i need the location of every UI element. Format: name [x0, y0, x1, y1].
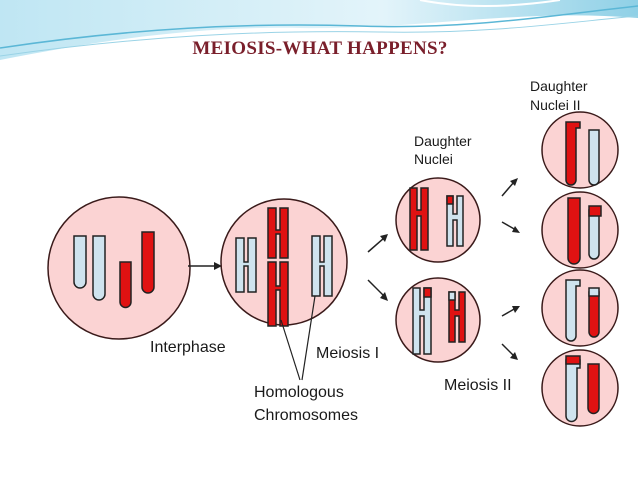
label-daughter-nuclei-line1: Daughter [414, 133, 472, 149]
header-wave [0, 0, 638, 60]
daughter-nucleus-1-chromosomes [409, 187, 464, 251]
arrows-meiosis-one [367, 234, 388, 301]
daughter-nucleus-1 [395, 177, 481, 263]
label-homologous-line1: Homologous [254, 384, 344, 401]
daughter-nucleus-ii-1-chromosomes [565, 121, 600, 186]
label-meiosis-two: Meiosis II [444, 377, 512, 394]
label-daughter-nuclei-line2: Nuclei [414, 151, 453, 167]
daughter-nucleus-2-chromosomes [412, 287, 466, 355]
page-title: MEIOSIS-WHAT HAPPENS? [192, 38, 448, 59]
label-meiosis-one: Meiosis I [316, 345, 380, 362]
daughter-nucleus-ii-4-chromosomes [565, 355, 600, 423]
interphase-cell [47, 196, 191, 340]
label-homologous-line2: Chromosomes [254, 407, 359, 424]
label-daughter-nuclei-ii-line2: Nuclei II [530, 97, 581, 113]
meiosis-one-chromosomes [235, 207, 333, 327]
homologous-pointer-lines [280, 295, 316, 381]
arrows-meiosis-two [501, 178, 520, 360]
daughter-nucleus-ii-2-chromosomes [567, 197, 602, 265]
interphase-chromosomes [73, 231, 155, 309]
daughter-nucleus-2 [395, 277, 481, 363]
arrow-interphase-to-meiosis [188, 262, 222, 270]
label-daughter-nuclei-ii-line1: Daughter [530, 78, 588, 94]
daughter-nucleus-ii-3-chromosomes [565, 279, 600, 342]
label-interphase: Interphase [150, 339, 226, 356]
